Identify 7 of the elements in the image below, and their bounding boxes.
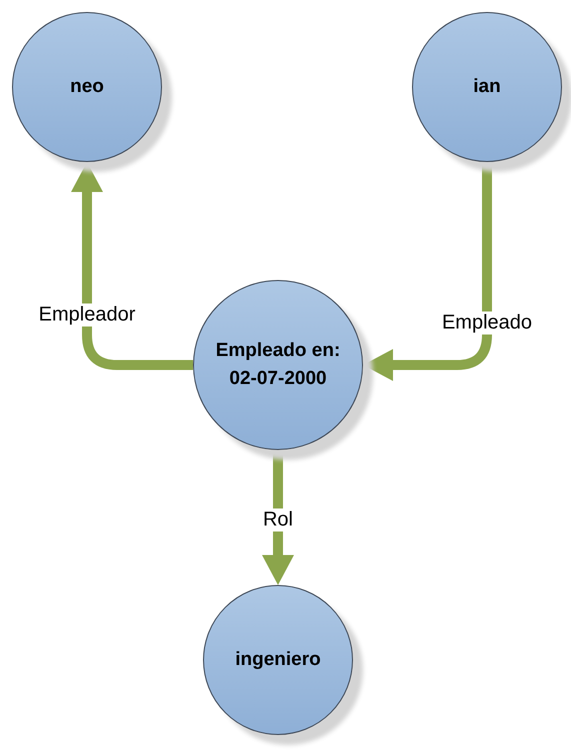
node-label: Empleado en: 02-07-2000: [214, 338, 342, 391]
node-label: ingeniero: [235, 648, 321, 672]
arrow: [71, 162, 193, 370]
arrow: [262, 450, 294, 585]
node-label: ian: [473, 74, 501, 99]
arrow: [363, 162, 492, 381]
node-label: neo: [70, 74, 104, 99]
